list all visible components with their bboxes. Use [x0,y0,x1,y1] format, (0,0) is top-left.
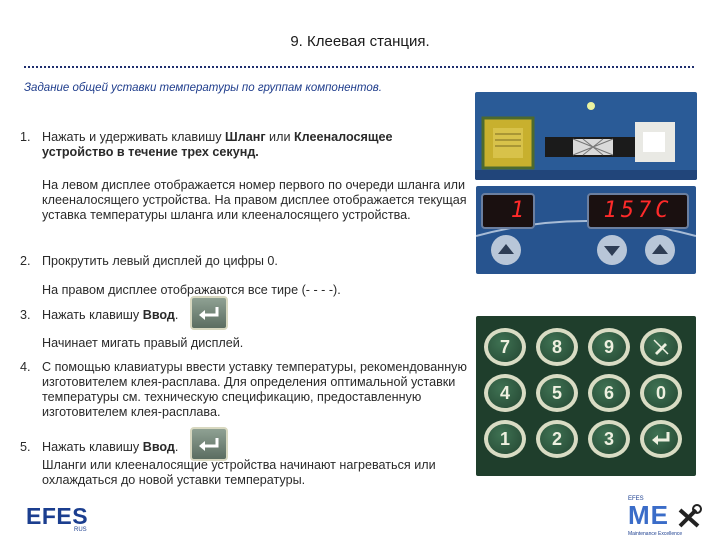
hose-applicator-photo [475,92,697,180]
title-divider [24,66,694,68]
step-text: Нажать и удерживать клавишу Шланг или Кл… [42,130,475,160]
step-3-note: Начинает мигать правый дисплей. [42,336,244,350]
keypad-key-6[interactable]: 6 [588,374,630,412]
step-text: Нажать клавишу Ввод. [42,440,475,455]
step-2-note: На правом дисплее отображаются все тире … [42,283,341,297]
efes-logo: EFES [26,503,89,529]
step-text-part: Нажать и удерживать клавишу [42,130,226,144]
enter-key-icon [190,427,228,461]
step-number: 2. [20,254,31,268]
key-name-enter: Ввод [142,440,175,454]
pencil-icon [653,339,669,355]
step-text-part: устройство в течение трех секунд. [42,145,259,159]
keypad-key-8[interactable]: 8 [536,328,578,366]
step-text: Прокрутить левый дисплей до цифры 0. [42,254,278,268]
step-text-part: . [174,440,179,454]
keypad-key-4[interactable]: 4 [484,374,526,412]
step-number: 4. [20,360,31,374]
step-text-part: или [265,130,294,144]
enter-key-icon [190,296,228,330]
step-number: 1. [20,130,31,144]
keypad-key-5[interactable]: 5 [536,374,578,412]
step-5-note: Шланги или клееналосящие устройства начи… [42,458,436,487]
me-logo-text: ME [628,500,669,530]
step-text-part: Нажать клавишу [42,440,143,454]
enter-arrow-icon [652,432,670,445]
key-name-enter: Ввод [142,308,175,322]
keypad-key-9[interactable]: 9 [588,328,630,366]
step-text: Нажать клавишу Ввод. [42,308,475,323]
control-panel-photo: 1 157C [476,186,696,274]
keypad-key-0[interactable]: 0 [640,374,682,412]
keypad-key-1[interactable]: 1 [484,420,526,458]
step-1-note: На левом дисплее отображается номер перв… [42,178,467,222]
step-text: С помощью клавиатуры ввести уставку темп… [42,360,467,419]
left-display-readout: 1 [510,198,524,223]
keypad-key-edit[interactable] [640,328,682,366]
keypad-key-7[interactable]: 7 [484,328,526,366]
key-name-hose: Шланг [225,130,266,144]
me-logo-sub: Maintenance Excellence [628,531,683,537]
right-display-readout: 157C [603,198,673,223]
step-number: 5. [20,440,31,454]
step-text-part: Нажать клавишу [42,308,143,322]
me-logo: EFES ME Maintenance Excellence [628,496,708,538]
keypad-key-2[interactable]: 2 [536,420,578,458]
keypad-key-enter[interactable] [640,420,682,458]
tools-icon [678,504,702,528]
step-text-part: . [174,308,179,322]
me-logo-top: EFES [628,496,644,502]
efes-logo-sub: RUS [74,527,87,533]
page-title: 9. Клеевая станция. [290,33,430,50]
keypad-key-3[interactable]: 3 [588,420,630,458]
key-name-applicator: Клееналосящее [293,130,393,144]
page-subtitle: Задание общей уставки температуры по гру… [24,82,382,94]
step-number: 3. [20,308,31,322]
